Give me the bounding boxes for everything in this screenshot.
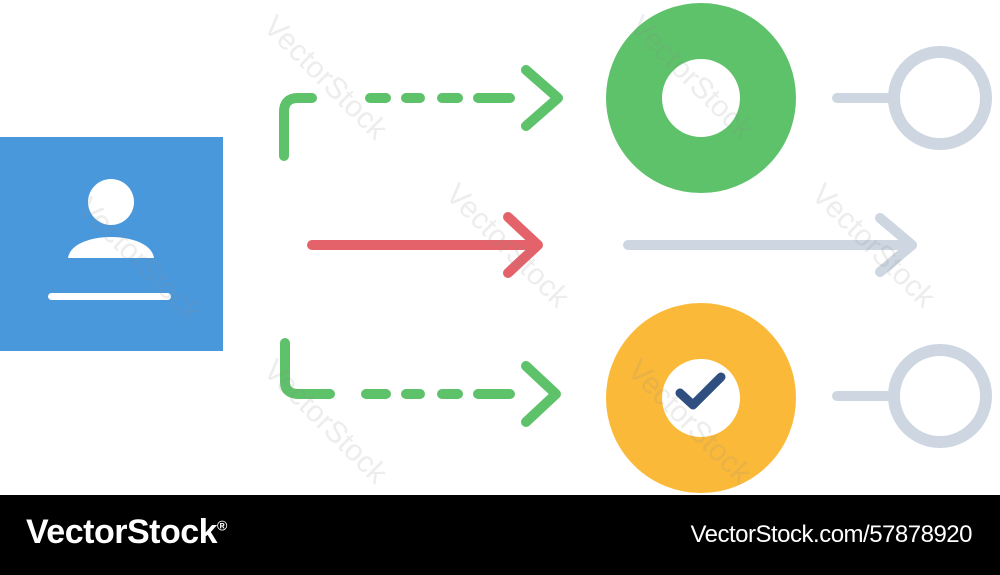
footer-reg-mark: ® xyxy=(217,517,227,534)
middle-gray-arrow xyxy=(623,213,917,277)
watermark: VectorStock xyxy=(257,10,394,147)
flow-diagram: VectorStock VectorStock VectorStock Vect… xyxy=(0,3,992,493)
top-arrowhead xyxy=(521,65,563,131)
bottom-arrowhead xyxy=(521,361,561,427)
yellow-check-node xyxy=(606,303,796,493)
footer-bar: VectorStock® VectorStock.com/57878920 xyxy=(0,495,1000,575)
checkmark-icon xyxy=(675,372,726,410)
hollow-circle-icon xyxy=(888,344,992,448)
green-ring-node xyxy=(606,3,796,193)
middle-red-arrow xyxy=(307,212,543,278)
bottom-gray-connector xyxy=(832,344,992,448)
middle-arrowhead xyxy=(503,212,543,278)
watermark: VectorStock xyxy=(257,354,394,491)
top-dashed-arrow xyxy=(279,65,563,161)
footer-brand: VectorStock® xyxy=(26,513,227,552)
user-card xyxy=(0,137,223,351)
footer-image-id: VectorStock.com/57878920 xyxy=(690,521,972,548)
footer-brand-label: VectorStock xyxy=(26,513,218,551)
hollow-circle-icon xyxy=(888,46,992,150)
user-avatar-icon xyxy=(48,179,171,300)
top-gray-connector xyxy=(832,46,992,150)
bottom-dashed-arrow xyxy=(280,338,561,427)
